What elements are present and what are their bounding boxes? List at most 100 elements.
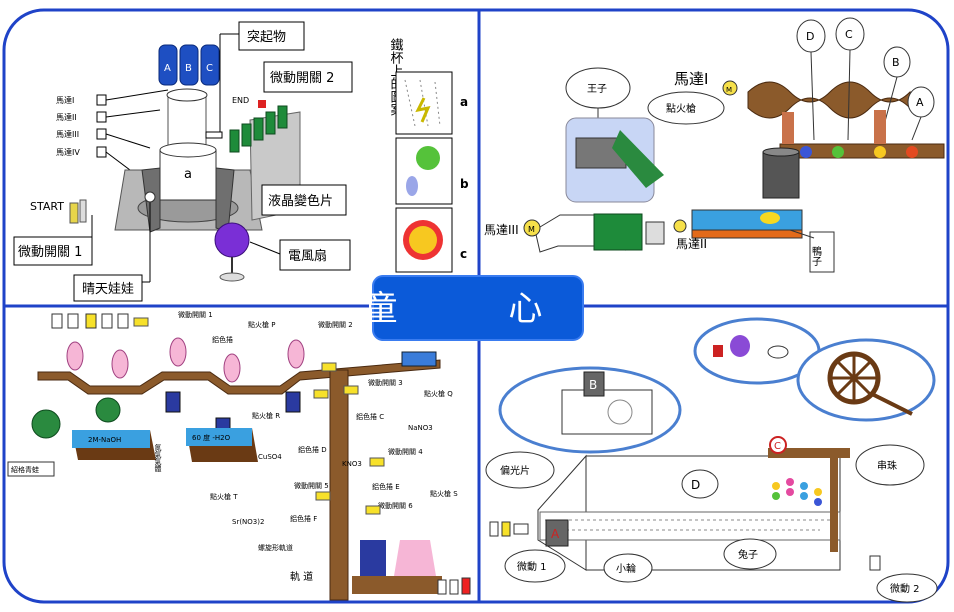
motor-2-icon — [673, 219, 687, 233]
doll-label: 晴天娃娃 — [82, 282, 134, 297]
film-f-label: 鋁色捲 F — [290, 514, 317, 523]
microswitch-2-bl: 微動開關 2 — [318, 320, 353, 329]
frog-icon — [31, 409, 61, 439]
motor-1-icon — [722, 80, 738, 96]
microswitch-4-bl: 微動開關 4 — [388, 447, 423, 456]
beaker-1-label: 2M-NaOH — [88, 436, 121, 444]
end-label: END — [232, 96, 249, 105]
top-switch-boxes — [51, 313, 129, 329]
duck-icon — [760, 212, 780, 224]
pattern-a-label: a — [460, 95, 468, 109]
frog-label: 紹格青蛙 — [11, 465, 39, 474]
microswitch-3-bl: 微動開關 3 — [368, 378, 403, 387]
chem-nano3: NaNO3 — [408, 424, 433, 432]
wooden-track — [37, 359, 441, 395]
screw-track-label: 螺旋形軌道 — [258, 543, 293, 552]
motor-3-icon — [523, 219, 541, 237]
motor-label-1: 馬達I — [56, 95, 74, 105]
film-e-label: 鋁色捲 E — [372, 482, 400, 491]
igniter-p-label: 點火槍 P — [248, 320, 275, 329]
chem-srno3: Sr(NO3)2 — [232, 518, 264, 526]
pattern-a-panel — [395, 71, 453, 135]
start-switch — [69, 199, 87, 224]
prince-label: 王子 — [587, 83, 607, 95]
letter-a: A — [551, 527, 560, 541]
duck-label: 鴨子 — [810, 245, 822, 266]
microswitch-5-bl: 微動開關 5 — [294, 481, 329, 490]
rabbit-label: 兔子 — [738, 548, 758, 561]
motor-3-label: 馬達III — [484, 223, 519, 237]
lcd-film-label: 液晶變色片 — [268, 193, 333, 209]
cup-letter: a — [184, 167, 192, 182]
pattern-b-label: b — [460, 177, 469, 191]
microswitch-1-label: 微動開關 1 — [18, 245, 82, 260]
chem-kno3: KNO3 — [342, 460, 362, 468]
motor-3-mark: M — [528, 225, 535, 234]
igniter-label: 點火槍 — [666, 102, 696, 115]
end-marker — [258, 100, 266, 108]
camera-b — [583, 371, 605, 397]
bucket — [762, 151, 800, 199]
beaker-h2o: 60 度 -H2O — [186, 428, 258, 462]
yellow-switches — [133, 317, 385, 515]
motor-label-3: 馬達III — [56, 129, 79, 139]
cage — [537, 454, 841, 571]
small-wheel-label: 小輪 — [616, 562, 636, 575]
igniter-t-label: 點火槍 T — [210, 492, 238, 501]
microswitch-2-label: 微動開關 2 — [270, 71, 334, 86]
motor-label-2: 馬達II — [56, 112, 77, 122]
igniter-q-label: 點火槍 Q — [424, 389, 453, 398]
letter-c: C — [774, 441, 781, 452]
letter-d: D — [691, 478, 700, 492]
vertical-post — [329, 369, 349, 601]
zoom-bubble-wheel — [796, 338, 936, 422]
film-c-label: 鋁色捲 C — [356, 412, 384, 421]
machine-body: a — [114, 88, 301, 233]
pattern-b-panel — [395, 137, 453, 205]
microswitch-6-bl: 微動開關 6 — [378, 501, 413, 510]
panel-bottom-right: B C D A 偏光片 串珠 — [485, 317, 938, 603]
letter-b: B — [589, 378, 597, 392]
doll-icon — [144, 191, 156, 203]
end-boxes — [437, 577, 471, 595]
micro-1-label: 微動 1 — [517, 560, 547, 573]
track-label: 軌 道 — [290, 570, 313, 583]
beads-label: 串珠 — [877, 459, 897, 472]
micro-2-label: 微動 2 — [890, 582, 920, 595]
motor-leaders — [105, 89, 169, 171]
frog-icon-2 — [95, 397, 121, 423]
start-label: START — [30, 200, 64, 213]
igniter-r-label: 點火槍 R — [252, 411, 280, 420]
balloon-a: A — [916, 96, 924, 109]
balloon-d: D — [806, 30, 814, 43]
igniter-s-label: 點火槍 S — [430, 489, 458, 498]
film-label: 鋁色捲 — [212, 335, 233, 344]
dolls — [782, 110, 886, 144]
title-box: 童 心 — [364, 275, 593, 341]
angel-figures — [66, 337, 305, 383]
canister-a — [545, 519, 569, 547]
gas-label: 氮氣氣體 — [154, 443, 162, 473]
bead-frame — [768, 448, 850, 552]
pattern-c-label: c — [460, 247, 467, 261]
balloons — [796, 17, 935, 118]
polarizer-label: 偏光片 — [500, 464, 530, 477]
microswitch-1-bl: 微動開關 1 — [178, 310, 213, 319]
balloon-c: C — [845, 28, 853, 41]
motor-2-label: 馬達II — [676, 237, 707, 251]
panel-top-left: 馬達I 馬達II 馬達III 馬達IV A B C a — [13, 21, 469, 302]
motor-label-4: 馬達IV — [56, 147, 80, 157]
couple — [352, 540, 442, 594]
can-letter-a: A — [164, 63, 171, 74]
panel-bottom-left: 微動開關 1 點火槍 P 微動開關 2 鋁色捲 2M-NaOH 60 度 -H2… — [7, 310, 471, 601]
can-letter-b: B — [185, 63, 192, 74]
letter-c-marker — [769, 436, 787, 454]
center-title: 童 心 — [364, 289, 593, 329]
switch-boxes-br — [489, 521, 881, 571]
can-letter-c: C — [206, 63, 213, 74]
pattern-c-panel — [395, 207, 453, 273]
motor-1-label: 馬達I — [674, 70, 708, 88]
beaker-2-label: 60 度 -H2O — [192, 433, 231, 442]
balloon-b: B — [892, 56, 900, 69]
